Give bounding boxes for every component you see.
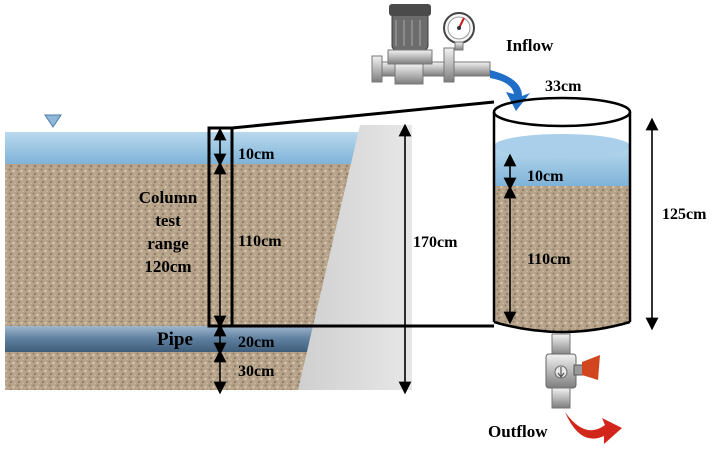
column-height-label: 125cm	[662, 206, 707, 223]
inflow-arrow-icon	[490, 70, 530, 111]
test-column	[492, 96, 632, 334]
outlet-assembly	[545, 333, 600, 409]
pipe-label: Pipe	[157, 329, 193, 350]
left-water-dimension-label: 10cm	[238, 146, 275, 163]
outflow-arrow-icon	[565, 412, 622, 444]
inflow-label: Inflow	[506, 36, 554, 55]
base-dimension-label: 30cm	[238, 363, 275, 380]
pipe-layer	[5, 326, 320, 352]
left-soil-dimension-label: 110cm	[238, 233, 282, 250]
pump-icon	[387, 4, 433, 85]
pipe-dimension-label: 20cm	[238, 334, 275, 351]
water-level-marker-icon	[44, 114, 62, 128]
total-height-label: 170cm	[413, 234, 458, 251]
left-dimensions	[213, 123, 412, 395]
valve-icon	[554, 355, 600, 380]
base-layer	[5, 352, 320, 390]
outflow-label: Outflow	[488, 422, 548, 441]
water-layer	[5, 132, 360, 164]
ground-section	[5, 114, 412, 390]
column-water-dimension-label: 10cm	[527, 168, 564, 185]
column-soil	[494, 186, 630, 322]
pressure-gauge-icon	[443, 12, 475, 51]
pump-assembly	[371, 4, 491, 85]
concrete-wall	[298, 125, 412, 390]
column-dimensions	[503, 117, 659, 331]
column-range-line-4: 120cm	[144, 257, 191, 276]
column-range-line-2: test	[155, 211, 181, 230]
column-top-rim	[492, 96, 632, 128]
column-diameter-label: 33cm	[545, 78, 582, 95]
column-range-label: Column test range 120cm	[139, 188, 198, 276]
column-soil-dimension-label: 110cm	[527, 251, 571, 268]
column-range-line-3: range	[147, 234, 189, 253]
column-range-line-1: Column	[139, 188, 198, 207]
soil-layer	[5, 164, 360, 326]
